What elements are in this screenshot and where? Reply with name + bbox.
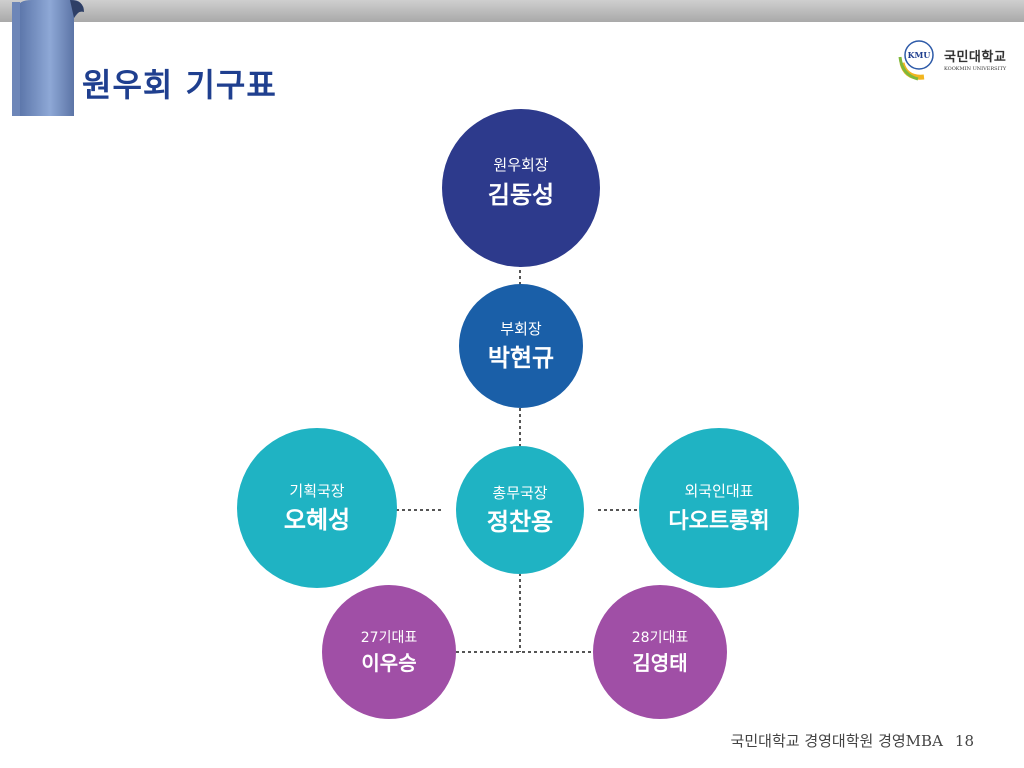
node-rep-28-role: 28기대표 xyxy=(632,630,689,646)
node-rep-27-name: 이우승 xyxy=(361,651,416,675)
node-rep-27-role: 27기대표 xyxy=(361,630,418,646)
node-rep-27: 27기대표 이우승 xyxy=(322,585,456,719)
logo-mark-text: KMU xyxy=(908,50,931,60)
footer-text: 국민대학교 경영대학원 경영MBA xyxy=(730,732,943,750)
node-general-director-role: 총무국장 xyxy=(492,484,547,502)
node-planning-director-name: 오혜성 xyxy=(284,506,350,534)
node-rep-28: 28기대표 김영태 xyxy=(593,585,727,719)
node-vice-president-role: 부회장 xyxy=(500,320,542,338)
node-rep-28-name: 김영태 xyxy=(632,651,687,675)
node-foreign-rep-role: 외국인대표 xyxy=(684,482,753,500)
footer: 국민대학교 경영대학원 경영MBA 18 xyxy=(731,730,974,751)
node-president-name: 김동성 xyxy=(488,181,554,209)
logo-name-ko: 국민대학교 xyxy=(944,50,1007,65)
node-planning-director: 기획국장 오혜성 xyxy=(237,428,397,588)
node-president-role: 원우회장 xyxy=(493,156,548,174)
node-vice-president-name: 박현규 xyxy=(488,344,554,372)
scroll-tab-decoration xyxy=(12,0,84,116)
node-vice-president: 부회장 박현규 xyxy=(459,284,583,408)
node-general-director-name: 정찬용 xyxy=(487,508,553,536)
logo-name-en: KOOKMIN UNIVERSITY xyxy=(944,66,1007,72)
node-planning-director-role: 기획국장 xyxy=(289,482,344,500)
node-general-director: 총무국장 정찬용 xyxy=(456,446,584,574)
node-foreign-rep: 외국인대표 다오트롱휘 xyxy=(639,428,799,588)
page-title: 원우회 기구표 xyxy=(82,66,277,104)
top-bar xyxy=(0,0,1024,22)
kmu-logo-icon: KMU xyxy=(898,40,934,81)
page-number: 18 xyxy=(954,732,974,750)
university-logo: KMU 국민대학교 KOOKMIN UNIVERSITY xyxy=(896,36,1016,82)
node-president: 원우회장 김동성 xyxy=(442,109,600,267)
node-foreign-rep-name: 다오트롱휘 xyxy=(668,509,769,534)
